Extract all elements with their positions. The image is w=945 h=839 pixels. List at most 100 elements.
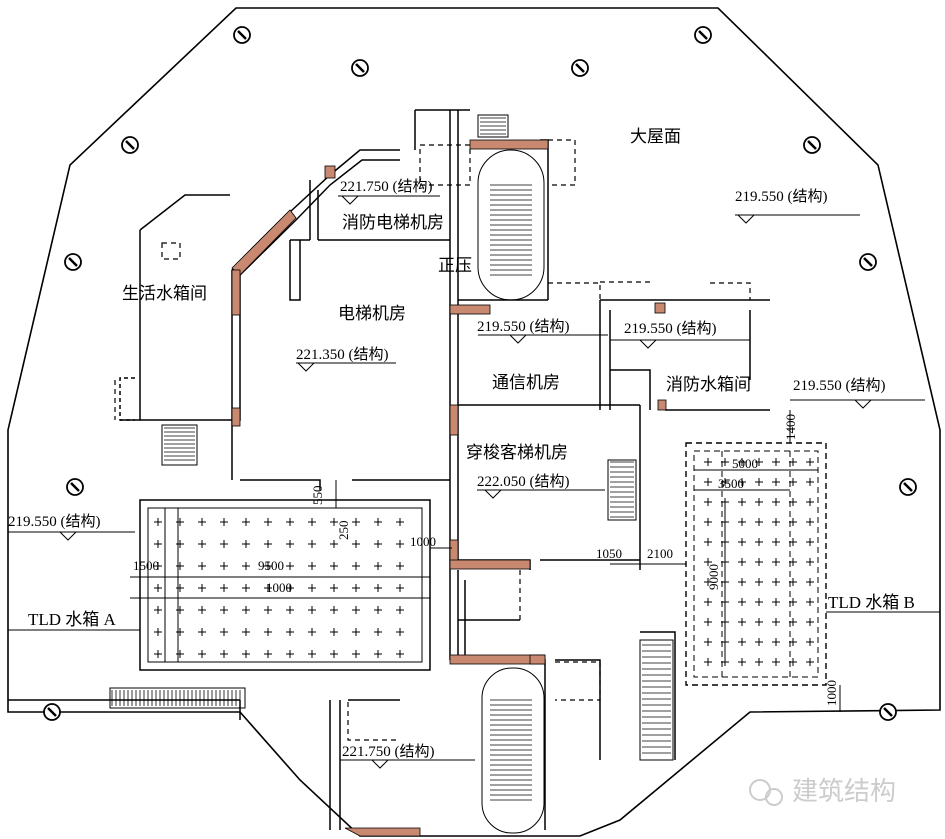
column-marker — [66, 478, 84, 496]
plus-mark — [755, 458, 763, 466]
plus-mark — [176, 650, 184, 658]
plus-mark — [772, 598, 780, 606]
dimension-label: 3500 — [718, 476, 744, 491]
accent-walls — [231, 139, 667, 837]
plus-mark — [396, 540, 404, 548]
plus-mark — [176, 584, 184, 592]
plus-mark — [789, 598, 797, 606]
plus-mark — [352, 584, 360, 592]
plus-mark — [738, 618, 746, 626]
plus-mark — [286, 562, 294, 570]
plus-mark — [374, 562, 382, 570]
plus-mark — [806, 638, 814, 646]
plus-mark — [755, 558, 763, 566]
column-markers — [43, 26, 917, 721]
plus-mark — [352, 628, 360, 636]
plus-mark — [738, 518, 746, 526]
plus-mark — [396, 628, 404, 636]
column-marker — [571, 59, 589, 77]
plus-mark — [264, 540, 272, 548]
plus-mark — [198, 540, 206, 548]
column-marker — [803, 136, 821, 154]
plus-mark — [220, 650, 228, 658]
plus-mark — [308, 540, 316, 548]
plus-mark — [738, 658, 746, 666]
plus-mark — [176, 562, 184, 570]
plus-mark — [242, 650, 250, 658]
plus-mark — [352, 518, 360, 526]
plus-mark — [286, 540, 294, 548]
plus-mark — [198, 562, 206, 570]
plus-mark — [806, 578, 814, 586]
plus-mark — [755, 618, 763, 626]
plus-mark — [286, 628, 294, 636]
plus-mark — [738, 478, 746, 486]
plus-mark — [154, 628, 162, 636]
plus-mark — [198, 606, 206, 614]
plus-mark — [772, 538, 780, 546]
plus-mark — [789, 618, 797, 626]
dimension-label: 1000 — [410, 534, 436, 549]
plus-mark — [374, 518, 382, 526]
dimension-label: 5000 — [732, 456, 758, 471]
plus-mark — [704, 518, 712, 526]
plus-mark — [789, 658, 797, 666]
plus-mark — [738, 638, 746, 646]
plus-mark — [242, 562, 250, 570]
column-marker — [121, 136, 139, 154]
room-label-elevator-room: 电梯机房 — [338, 304, 406, 323]
plus-mark — [772, 478, 780, 486]
plus-mark — [308, 606, 316, 614]
plus-mark — [772, 458, 780, 466]
plus-mark — [789, 518, 797, 526]
plus-mark — [308, 518, 316, 526]
plus-mark — [330, 606, 338, 614]
plus-mark — [755, 638, 763, 646]
plus-mark — [330, 628, 338, 636]
room-label-big-roof: 大屋面 — [630, 127, 681, 146]
plus-mark — [176, 540, 184, 548]
plus-mark — [352, 540, 360, 548]
plus-mark — [154, 518, 162, 526]
plus-mark — [396, 562, 404, 570]
elevation-label: 219.550 (结构) — [735, 188, 828, 205]
column-marker — [233, 26, 251, 44]
room-label-fire-elevator-room: 消防电梯机房 — [342, 213, 444, 232]
room-label-telecom-room: 通信机房 — [492, 373, 560, 392]
plus-mark — [242, 540, 250, 548]
elevation-label: 219.550 (结构) — [793, 377, 886, 394]
plus-mark — [806, 538, 814, 546]
plus-mark — [264, 584, 272, 592]
plus-mark — [806, 558, 814, 566]
dimension-label: 1050 — [596, 546, 622, 561]
plus-mark — [772, 518, 780, 526]
plus-mark — [704, 598, 712, 606]
plus-mark — [330, 584, 338, 592]
room-label-domestic-tank-room: 生活水箱间 — [122, 284, 207, 303]
plus-mark — [330, 650, 338, 658]
plus-mark — [738, 538, 746, 546]
dimension-label: 2100 — [647, 546, 673, 561]
plus-mark — [704, 538, 712, 546]
plus-mark — [264, 606, 272, 614]
dimension-label: 550 — [310, 486, 325, 506]
plus-mark — [330, 518, 338, 526]
plus-mark — [308, 584, 316, 592]
plus-mark — [738, 458, 746, 466]
column-marker — [351, 59, 369, 77]
elevation-label: 221.750 (结构) — [340, 178, 433, 195]
plus-mark — [352, 606, 360, 614]
plus-mark — [374, 584, 382, 592]
dimension-label: 9500 — [258, 558, 284, 573]
plus-mark — [755, 658, 763, 666]
plus-mark — [806, 458, 814, 466]
plus-mark — [789, 458, 797, 466]
plus-mark — [704, 618, 712, 626]
plus-mark — [396, 606, 404, 614]
plus-mark — [264, 518, 272, 526]
plus-mark — [396, 584, 404, 592]
dimension-label: 1000 — [266, 580, 292, 595]
plus-mark — [264, 562, 272, 570]
plus-mark — [220, 606, 228, 614]
plus-mark — [704, 558, 712, 566]
